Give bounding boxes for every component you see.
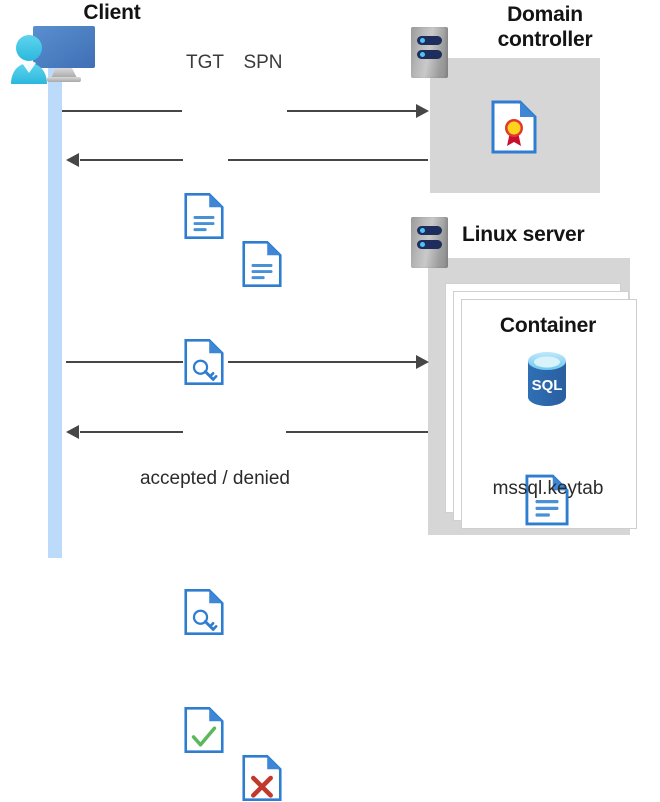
check-document-icon bbox=[184, 706, 660, 754]
svg-text:SQL: SQL bbox=[532, 377, 563, 394]
dc-title-line2: controller bbox=[497, 28, 593, 51]
flow-line-2-right bbox=[228, 159, 428, 161]
flow-arrow-1-head bbox=[416, 104, 429, 118]
certificate-document-icon bbox=[491, 100, 660, 154]
server-rack-icon bbox=[411, 27, 448, 78]
accepted-denied-label: accepted / denied bbox=[139, 468, 290, 489]
flow-line-2-left bbox=[80, 159, 183, 161]
spn-label: SPN bbox=[243, 52, 283, 73]
cross-document-icon bbox=[242, 754, 660, 802]
flow-line-1-right bbox=[287, 110, 417, 112]
page-title-linux-server: Linux server bbox=[462, 223, 585, 246]
sql-database-icon: SQL bbox=[523, 350, 571, 413]
container-title: Container bbox=[499, 314, 597, 337]
flow-arrow-3-head bbox=[416, 355, 429, 369]
dc-title-line1: Domain bbox=[507, 3, 583, 26]
server-rack-icon-linux bbox=[411, 217, 448, 268]
flow-line-3-left bbox=[66, 361, 183, 363]
flow-line-3-right bbox=[228, 361, 417, 363]
tgt-label: TGT bbox=[186, 52, 224, 73]
tgt-document-icon bbox=[184, 192, 660, 240]
key-document-icon-1 bbox=[184, 338, 660, 386]
page-title-client: Client bbox=[83, 1, 141, 24]
client-lifeline bbox=[48, 68, 62, 558]
keytab-filename-label: mssql.keytab bbox=[492, 478, 604, 499]
keytab-document-icon bbox=[525, 474, 660, 526]
spn-document-icon bbox=[242, 240, 660, 288]
flow-arrow-4-head bbox=[66, 425, 79, 439]
flow-line-4-left bbox=[80, 431, 183, 433]
flow-arrow-2-head bbox=[66, 153, 79, 167]
page-title-domain-controller: Domain controller bbox=[455, 2, 635, 52]
flow-line-4-right bbox=[286, 431, 428, 433]
key-document-icon-2 bbox=[184, 588, 660, 636]
flow-line-1-left bbox=[62, 110, 182, 112]
user-monitor-icon bbox=[8, 24, 106, 86]
